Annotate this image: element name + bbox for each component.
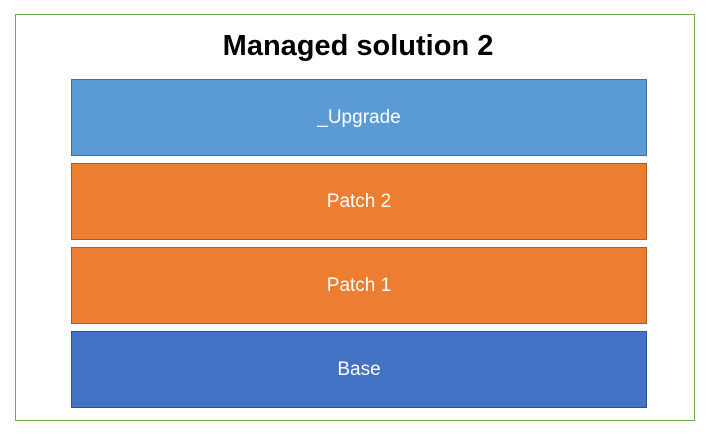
solution-layer-label: _Upgrade [317, 106, 401, 128]
solution-layer-bar: _Upgrade [71, 79, 647, 156]
solution-layer-stack: _Upgrade Patch 2 Patch 1 Base [71, 79, 647, 408]
solution-layer-bar: Base [71, 331, 647, 408]
solution-layer-label: Base [337, 358, 381, 380]
solution-layer-bar: Patch 2 [71, 163, 647, 240]
diagram-title: Managed solution 2 [222, 30, 494, 62]
solution-layer-bar: Patch 1 [71, 247, 647, 324]
solution-layer-label: Patch 1 [326, 274, 392, 296]
solution-layer-label: Patch 2 [326, 190, 392, 212]
